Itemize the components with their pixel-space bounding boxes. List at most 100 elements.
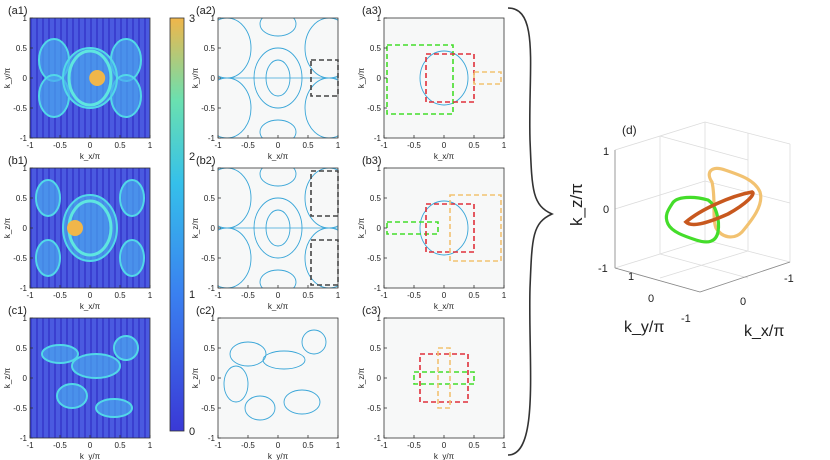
x-axis-label: k_x/π: [80, 152, 101, 161]
x-tick-label: 1: [336, 291, 341, 300]
x-tick-label: -0.5: [241, 441, 255, 450]
y-axis-label: k_y/π: [357, 67, 366, 88]
x-axis-label: k_x/π: [434, 302, 455, 311]
x-tick-label: 0.5: [302, 141, 314, 150]
x-tick-label: -1: [380, 441, 388, 450]
y-axis-label: k_y/π: [3, 67, 12, 88]
x-tick-label: -1: [26, 141, 34, 150]
colorbar: 3 2 1 0: [169, 13, 195, 438]
y-tick-label: 0.5: [204, 194, 216, 203]
highlight-box: [310, 59, 339, 97]
x-tick-label: -1: [214, 441, 222, 450]
y-tick-label: 0.5: [204, 344, 216, 353]
x-tick-label: 0: [442, 441, 447, 450]
panel-d-ytick-2: 0: [648, 293, 654, 305]
x-tick-label: -0.5: [53, 291, 67, 300]
box-green: [413, 371, 475, 385]
loop-orange: [683, 190, 755, 227]
panel-label: (b3): [362, 155, 382, 167]
y-tick-label: 0: [211, 74, 216, 83]
x-tick-label: -0.5: [53, 441, 67, 450]
y-tick-label: 0: [211, 374, 216, 383]
x-tick-label: -0.5: [407, 441, 421, 450]
x-tick-label: 1: [502, 441, 507, 450]
x-tick-label: 0.5: [468, 441, 480, 450]
y-tick-label: -0.5: [201, 104, 215, 113]
y-tick-label: 1: [377, 164, 382, 173]
y-tick-label: 1: [23, 164, 28, 173]
x-tick-label: -1: [380, 141, 388, 150]
x-axis-label: k_x/π: [434, 152, 455, 161]
x-axis-label: k_x/π: [268, 302, 289, 311]
colorbar-low: 1: [189, 289, 195, 301]
y-axis-label: k_z/π: [3, 367, 12, 388]
y-axis-label: k_z/π: [3, 217, 12, 238]
x-tick-label: 0: [276, 441, 281, 450]
x-tick-label: 1: [148, 291, 153, 300]
y-tick-label: 0: [377, 224, 382, 233]
y-tick-label: 0.5: [16, 344, 28, 353]
box-orange: [473, 71, 502, 85]
x-tick-label: -1: [26, 291, 34, 300]
panel-d-3d-plot: (d) k_z/π 1 0 -1 1 0 -1 0 -1 k_y/: [567, 121, 794, 340]
panel-label-d: (d): [622, 123, 637, 137]
panel-label: (b1): [8, 155, 28, 167]
y-tick-label: 1: [23, 14, 28, 23]
x-tick-label: 1: [502, 141, 507, 150]
x-tick-label: 0: [88, 291, 93, 300]
x-tick-label: 0.5: [302, 441, 314, 450]
y-tick-label: 0.5: [16, 194, 28, 203]
y-axis-label: k_z/π: [357, 367, 366, 388]
colorbar-max: 3: [189, 13, 195, 25]
panel-d-ztick-3: -1: [598, 263, 608, 275]
y-tick-label: -0.5: [201, 404, 215, 413]
x-tick-label: 0.5: [468, 291, 480, 300]
y-tick-label: 0: [377, 74, 382, 83]
y-tick-label: -0.5: [201, 254, 215, 263]
y-tick-label: 0.5: [370, 44, 382, 53]
x-tick-label: 1: [336, 141, 341, 150]
panel-d-ylabel: k_y/π: [624, 319, 664, 336]
highlight-box-lower: [310, 239, 339, 286]
panel-label: (a1): [8, 5, 28, 17]
y-tick-label: 1: [211, 314, 216, 323]
y-tick-label: -1: [20, 134, 28, 143]
panel-d-xtick-1: 0: [740, 296, 746, 308]
y-tick-label: 1: [377, 314, 382, 323]
y-tick-label: -1: [208, 434, 216, 443]
loop-green: [664, 195, 721, 244]
panel-d-xlabel: k_x/π: [744, 323, 784, 340]
y-tick-label: 0: [377, 374, 382, 383]
y-tick-label: 1: [211, 164, 216, 173]
x-tick-label: 0.5: [114, 291, 126, 300]
y-tick-label: -1: [374, 434, 382, 443]
y-tick-label: 0: [23, 374, 28, 383]
panel-label: (a3): [362, 5, 382, 17]
loop-yellow: [707, 166, 763, 239]
panel-d-ztick-2: 0: [603, 204, 609, 216]
hotspot: [67, 220, 83, 236]
y-tick-label: 0: [23, 224, 28, 233]
x-tick-label: 0.5: [302, 291, 314, 300]
highlight-box-upper: [310, 170, 339, 217]
x-tick-label: 0.5: [114, 141, 126, 150]
x-tick-label: -0.5: [53, 141, 67, 150]
y-tick-label: 0.5: [370, 344, 382, 353]
panel-label: (c1): [8, 305, 27, 317]
panel-d-ytick-1: 1: [628, 271, 634, 283]
x-tick-label: -1: [214, 141, 222, 150]
grouping-brace: [507, 7, 554, 456]
y-tick-label: -1: [374, 284, 382, 293]
panel-d-ztick-1: 1: [603, 146, 609, 158]
panel-d-xtick-2: -1: [784, 273, 794, 285]
x-tick-label: 0: [276, 141, 281, 150]
x-tick-label: -0.5: [407, 141, 421, 150]
y-tick-label: 0: [211, 224, 216, 233]
panel-label: (c3): [362, 305, 381, 317]
y-tick-label: -1: [208, 134, 216, 143]
